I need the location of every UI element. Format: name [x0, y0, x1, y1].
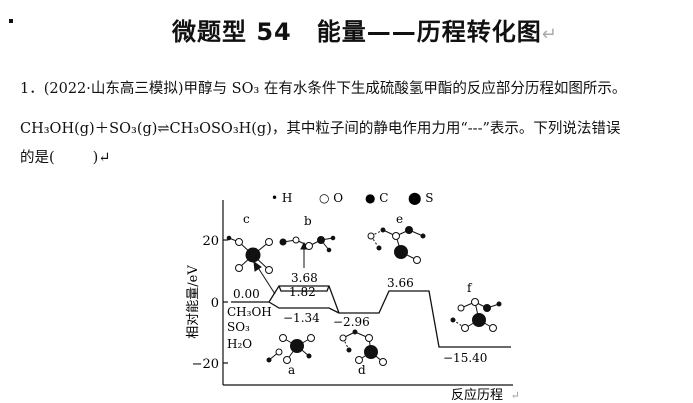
ytick-label-20: 20: [202, 234, 219, 249]
energy-label-neg2-96: −2.96: [333, 315, 370, 329]
reactant-labels: CH₃OH SO₃ H₂O: [227, 305, 272, 351]
chart-axes: [222, 200, 513, 386]
profile-lower: [268, 301, 340, 314]
reactant-so3: SO₃: [227, 320, 250, 334]
species-a: a: [288, 363, 295, 377]
species-c: c: [243, 212, 250, 226]
energy-label-3-66: 3.66: [387, 276, 414, 290]
y-axis-label: 相对能量/eV: [186, 265, 201, 339]
species-d: d: [358, 363, 366, 377]
species-b: b: [304, 214, 312, 228]
x-axis-label: 反应历程: [451, 387, 503, 400]
molecule-c: [226, 235, 273, 274]
arrow-c: [253, 260, 276, 295]
molecule-b: [279, 235, 336, 253]
molecule-a: [266, 334, 315, 364]
question-stem-prefix: 的是(: [20, 150, 55, 166]
x-axis-label-mark: ↵: [511, 389, 520, 400]
page-title: 微题型 54 能量——历程转化图↵: [172, 18, 558, 46]
profile-ts-b: [278, 285, 330, 292]
legend-c: ● C: [365, 191, 388, 205]
reactant-h2o: H₂O: [227, 337, 252, 351]
energy-labels: 0.00 3.68 1.82 −1.34 −2.96 3.66 −15.40: [233, 271, 487, 365]
energy-label-neg15-40: −15.40: [443, 351, 487, 365]
species-labels: a b c d e f: [243, 212, 473, 377]
energy-label-1-82: 1.82: [289, 285, 316, 299]
legend-o: ○ O: [319, 191, 343, 205]
bullet-mark: [9, 19, 13, 23]
species-f: f: [467, 281, 473, 295]
energy-label-neg1-34: −1.34: [283, 311, 320, 325]
ytick-label-0: 0: [211, 296, 219, 311]
question-stem-suffix: )↵: [92, 150, 111, 166]
molecule-f: [450, 298, 502, 332]
profile-upper: [231, 285, 511, 348]
legend-h: • H: [271, 191, 292, 205]
profile-lines: [231, 285, 511, 348]
return-mark: ↵: [541, 24, 558, 45]
question-line-1: 1．(2022·山东高三模拟)甲醇与 SO₃ 在有水条件下生成硫酸氢甲酯的反应部…: [20, 81, 627, 97]
molecule-d: [339, 329, 387, 366]
legend-s: ⬤ S: [408, 191, 433, 205]
molecule-e: [367, 226, 426, 264]
energy-label-3-68: 3.68: [291, 271, 318, 285]
legend: • H ○ O ● C ⬤ S: [271, 191, 433, 205]
question-line-3: 的是( )↵: [20, 144, 110, 172]
reactant-ch3oh: CH₃OH: [227, 305, 272, 319]
energy-label-0: 0.00: [233, 287, 260, 301]
species-e: e: [396, 212, 403, 226]
question-line-2: CH₃OH(g)＋SO₃(g)⇌CH₃OSO₃H(g)，其中粒子间的静电作用力用…: [20, 121, 621, 137]
ytick-label-neg20: −20: [192, 357, 219, 372]
energy-profile-chart: 20 0 −20 相对能量/eV 反应历程 ↵ • H ○ O ● C ⬤ S …: [186, 191, 520, 400]
